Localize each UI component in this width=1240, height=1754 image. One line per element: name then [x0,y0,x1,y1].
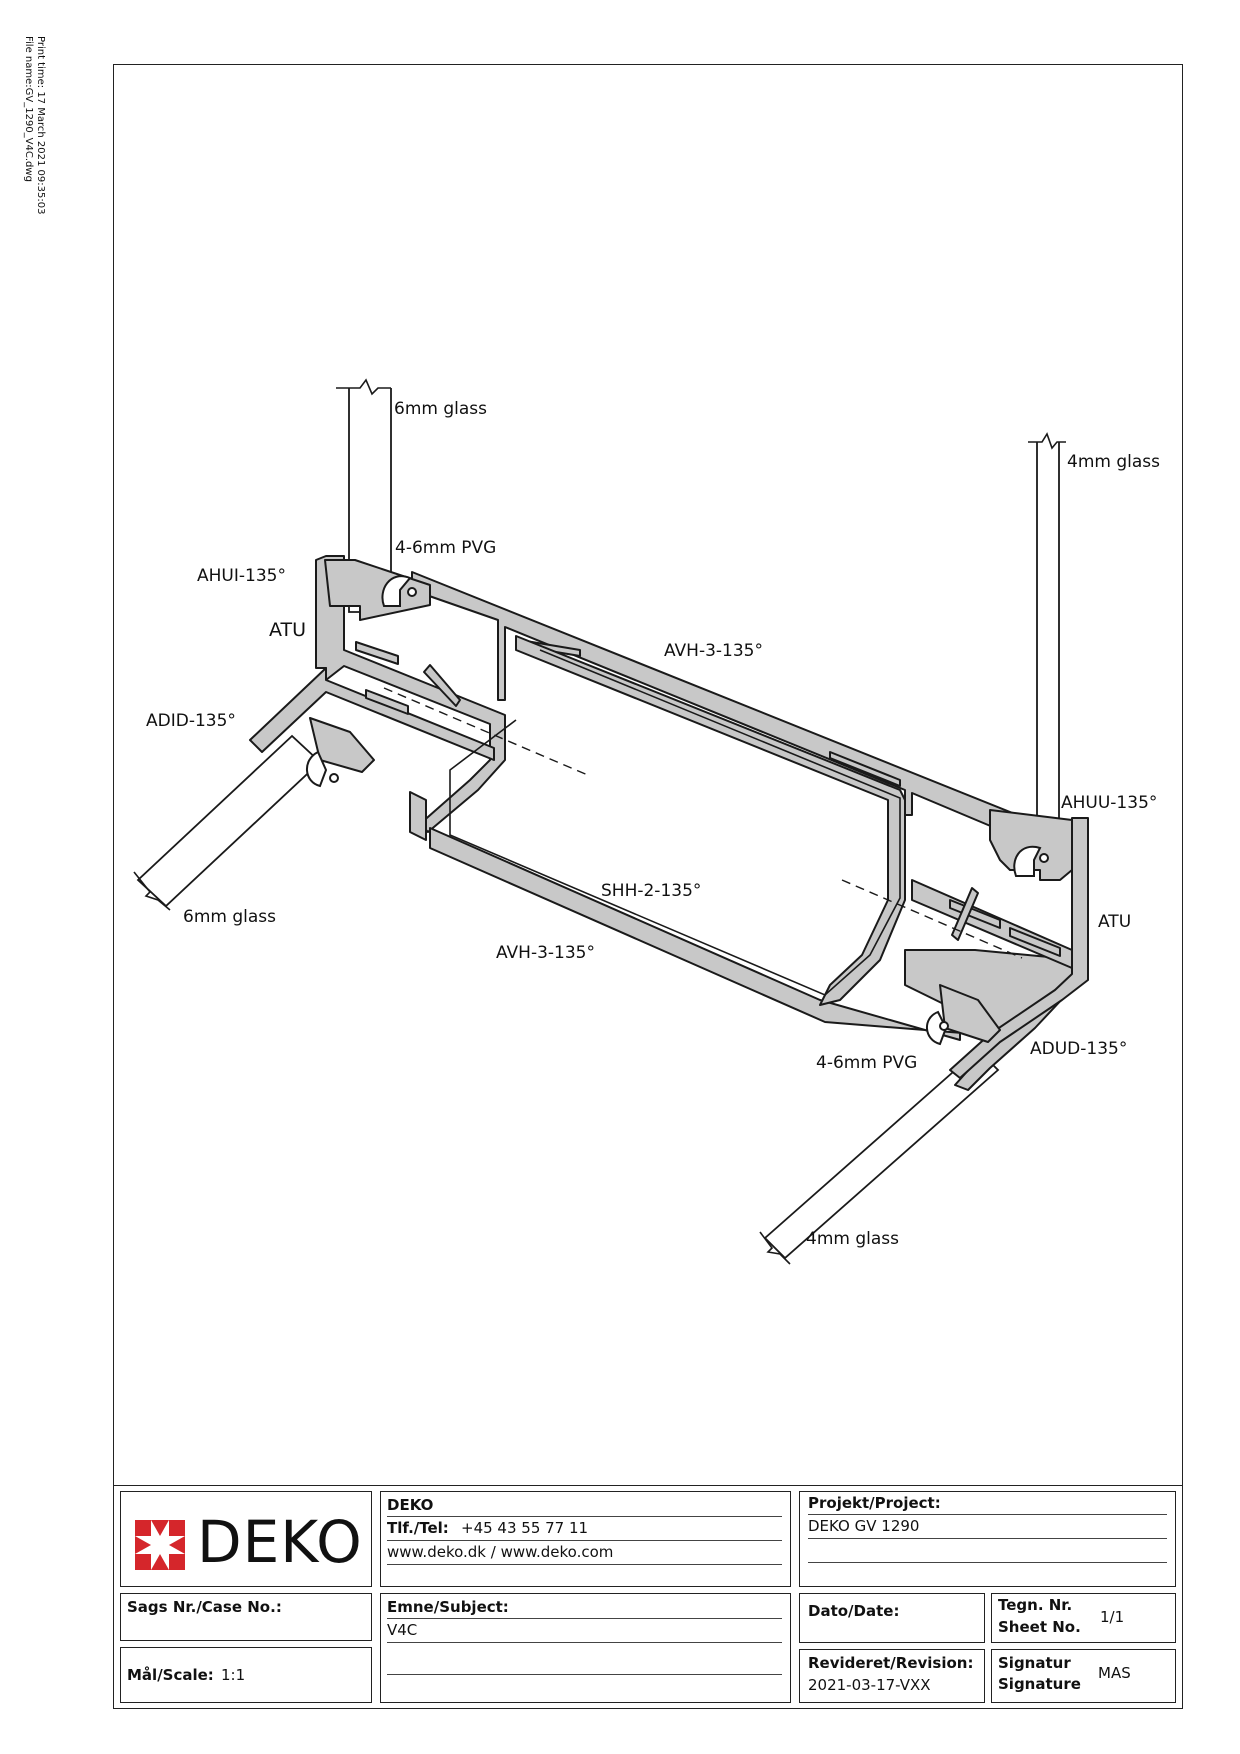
date-cell: Dato/Date: [799,1593,985,1643]
sheet-label-2: Sheet No. [998,1618,1081,1636]
label-avh-bottom: AVH-3-135° [496,943,595,963]
profile-left-cluster [249,555,506,841]
revision-value: 2021-03-17-VXX [808,1676,931,1694]
deko-logo-icon [135,1520,185,1570]
label-glass-4mm-bottom: 4mm glass [806,1229,899,1249]
company-web: www.deko.dk / www.deko.com [387,1543,614,1561]
label-ahuu: AHUU-135° [1061,793,1157,813]
subject-label: Emne/Subject: [387,1598,509,1616]
revision-cell: Revideret/Revision: 2021-03-17-VXX [799,1649,985,1703]
label-pvg-top: 4-6mm PVG [395,538,496,558]
label-glass-6mm-bottom: 6mm glass [183,907,276,927]
tel-value: +45 43 55 77 11 [461,1519,589,1537]
technical-drawing: 6mm glass 4mm glass 4-6mm PVG AHUI-135° … [133,378,1160,1265]
sheet-value: 1/1 [1100,1608,1125,1626]
logo-cell: DEKO [120,1491,372,1587]
sheet-cell: Tegn. Nr. Sheet No. 1/1 [991,1593,1176,1643]
label-glass-6mm-top: 6mm glass [394,399,487,419]
project-cell: Projekt/Project: DEKO GV 1290 [799,1491,1176,1587]
label-atu-right: ATU [1098,912,1131,932]
label-shh: SHH-2-135° [601,881,701,901]
subject-cell: Emne/Subject: V4C [380,1593,791,1703]
signature-value: MAS [1098,1664,1131,1682]
gaskets [306,575,1049,1046]
subject-value: V4C [387,1621,418,1639]
tel-label: Tlf./Tel: [387,1519,449,1537]
profile-avh-top [411,571,1031,841]
label-avh-top: AVH-3-135° [664,641,763,661]
logo-text: DEKO [197,1508,363,1576]
project-value: DEKO GV 1290 [808,1517,920,1535]
label-adud: ADUD-135° [1030,1039,1127,1059]
scale-cell: Mål/Scale: 1:1 [120,1647,372,1703]
case-cell: Sags Nr./Case No.: [120,1593,372,1641]
label-pvg-bottom: 4-6mm PVG [816,1053,917,1073]
label-adid: ADID-135° [146,711,236,731]
date-label: Dato/Date: [808,1602,900,1620]
label-atu-left: ATU [269,619,306,641]
company-cell: DEKO Tlf./Tel: +45 43 55 77 11 www.deko.… [380,1491,791,1587]
sheet-label-1: Tegn. Nr. [998,1596,1073,1614]
scale-value: 1:1 [221,1666,246,1684]
centre-lines [383,687,1023,959]
case-label: Sags Nr./Case No.: [127,1598,282,1616]
company-name: DEKO [387,1496,434,1514]
label-ahui: AHUI-135° [197,566,286,586]
glass-6mm-bottom [133,734,322,911]
project-label: Projekt/Project: [808,1494,941,1512]
label-glass-4mm-top: 4mm glass [1067,452,1160,472]
signature-cell: Signatur Signature MAS [991,1649,1176,1703]
revision-label: Revideret/Revision: [808,1654,974,1672]
signature-label-1: Signatur [998,1654,1071,1672]
scale-label: Mål/Scale: [127,1666,214,1684]
signature-label-2: Signature [998,1675,1081,1693]
profile-right-cluster [911,809,1089,1079]
